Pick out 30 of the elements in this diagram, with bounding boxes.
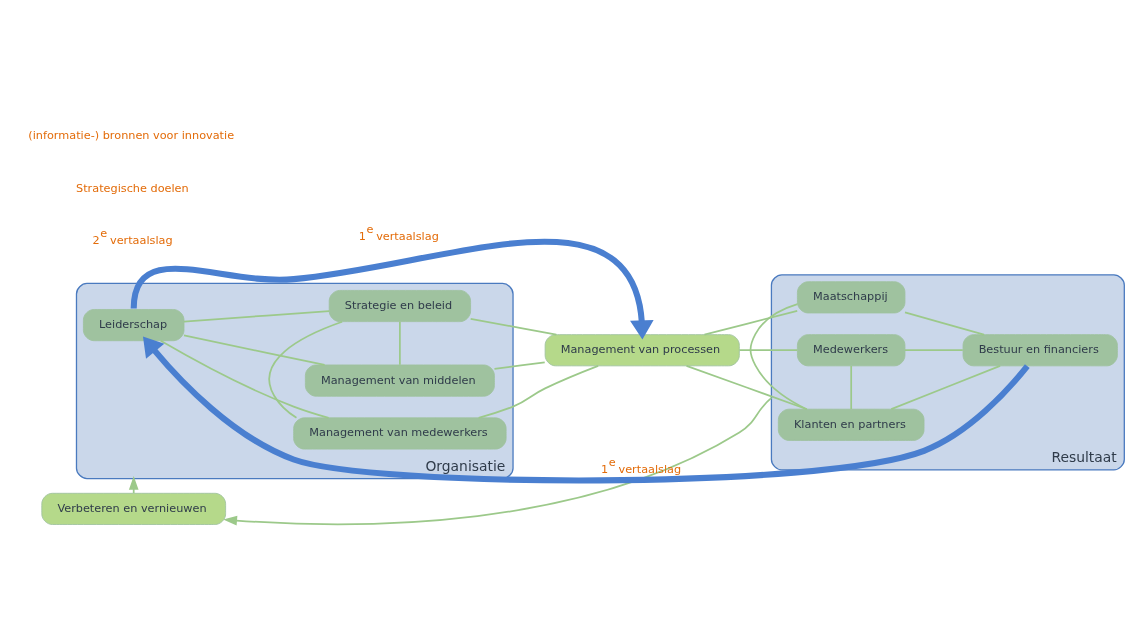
node-box: Management van middelen [304,364,495,397]
connector [738,348,799,351]
node-box: Leiderschap [83,308,185,341]
connector [850,364,853,410]
node-box: Bestuur en financiers [962,333,1118,366]
label: (informatie-) bronnen voor innovatie [28,128,235,142]
connector [399,320,401,366]
connector [685,364,808,410]
connector [890,364,1001,410]
connector [703,309,799,335]
node-box: Strategie en beleid [328,289,471,322]
node-box: Klanten en partners [777,408,925,441]
connector [183,334,326,366]
connector [268,320,344,419]
node-box: Management van processen [544,333,740,366]
node-box: Management van medewerkers [293,416,507,449]
connector [469,317,558,335]
arrow [223,396,773,525]
node-box: Maatschappij [797,280,906,313]
connector [493,361,546,370]
connector [904,310,985,335]
connector [749,302,808,410]
arrow [130,238,654,340]
connector [183,309,330,322]
connector [159,339,330,419]
label: Strategische doelen [76,181,189,195]
node-box: Medewerkers [797,333,906,366]
connector [477,364,600,419]
node-box: Verbeteren en vernieuwen [41,492,227,525]
connector [904,348,964,351]
